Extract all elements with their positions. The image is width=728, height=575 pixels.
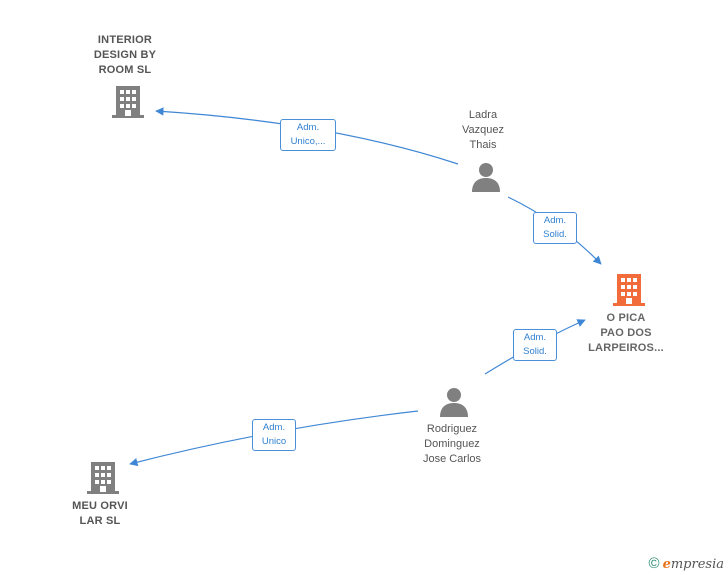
edge-label-ladra-interior[interactable]: Adm. Unico,... [280,119,336,151]
edge-label-ladra-opica[interactable]: Adm. Solid. [533,212,577,244]
company-label-o-pica-pao[interactable]: O PICA PAO DOS LARPEIROS... [588,312,664,354]
copyright-icon: © [648,555,660,572]
company-label-interior-design[interactable]: INTERIOR DESIGN BY ROOM SL [93,34,157,76]
edge-label-rodriguez-opica[interactable]: Adm. Solid. [513,329,557,361]
building-icon[interactable] [87,460,119,494]
empresia-brand: ©empresia [649,555,724,572]
person-icon[interactable] [439,387,469,417]
building-icon[interactable] [613,272,645,306]
person-label-rodriguez-dominguez[interactable]: Rodriguez Dominguez Jose Carlos [422,423,482,465]
person-label-ladra-vazquez[interactable]: Ladra Vazquez Thais [462,109,504,151]
building-icon[interactable] [112,84,144,118]
person-icon[interactable] [471,162,501,192]
brand-logo-text: mpresia [670,557,724,572]
company-label-meu-orvi[interactable]: MEU ORVI LAR SL [72,500,128,527]
edge-label-rodriguez-meuorvi[interactable]: Adm. Unico [252,419,296,451]
brand-logo-e: e [662,557,671,572]
